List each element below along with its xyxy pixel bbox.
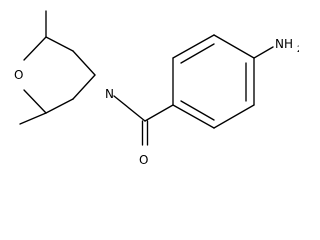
methyl-substituents <box>19 10 47 125</box>
benzene-ring <box>172 34 255 129</box>
benzene-bond-6 <box>172 104 215 129</box>
bond-c-upper-c-right <box>45 36 74 52</box>
bond-c-lower-right-c-lower-left <box>45 98 74 114</box>
bond-c-lower-left-o <box>23 89 47 114</box>
amine-label: NH 2 <box>275 37 299 55</box>
atom-labels: O N O NH 2 <box>14 37 299 167</box>
bond-n-carbonyl-carbon <box>113 95 146 122</box>
bond-ring-to-amine <box>253 46 274 59</box>
bond-lower-methyl <box>19 112 47 125</box>
ring-oxygen-label: O <box>14 68 23 82</box>
carbonyl-linker <box>113 95 174 146</box>
amine-subscript-text: 2 <box>297 45 299 55</box>
amine-main-text: NH <box>275 37 293 51</box>
molecule-structure-diagram: O N O NH 2 <box>14 10 299 167</box>
bond-carbonyl-to-ring <box>144 104 174 122</box>
benzene-bond-3 <box>213 34 255 59</box>
benzene-bond-2 <box>172 34 215 59</box>
benzene-inner-bond-3 <box>180 100 215 121</box>
morpholine-ring <box>23 36 96 114</box>
bond-n-c-lower-right <box>72 74 96 100</box>
ring-nitrogen-label: N <box>105 87 114 101</box>
carbonyl-oxygen-label: O <box>139 153 148 167</box>
bond-o-c-upper <box>23 36 47 61</box>
amine-group <box>253 46 274 59</box>
benzene-inner-bond-1 <box>180 43 215 64</box>
benzene-bond-5 <box>213 104 255 129</box>
bond-c-right-n <box>72 50 96 76</box>
